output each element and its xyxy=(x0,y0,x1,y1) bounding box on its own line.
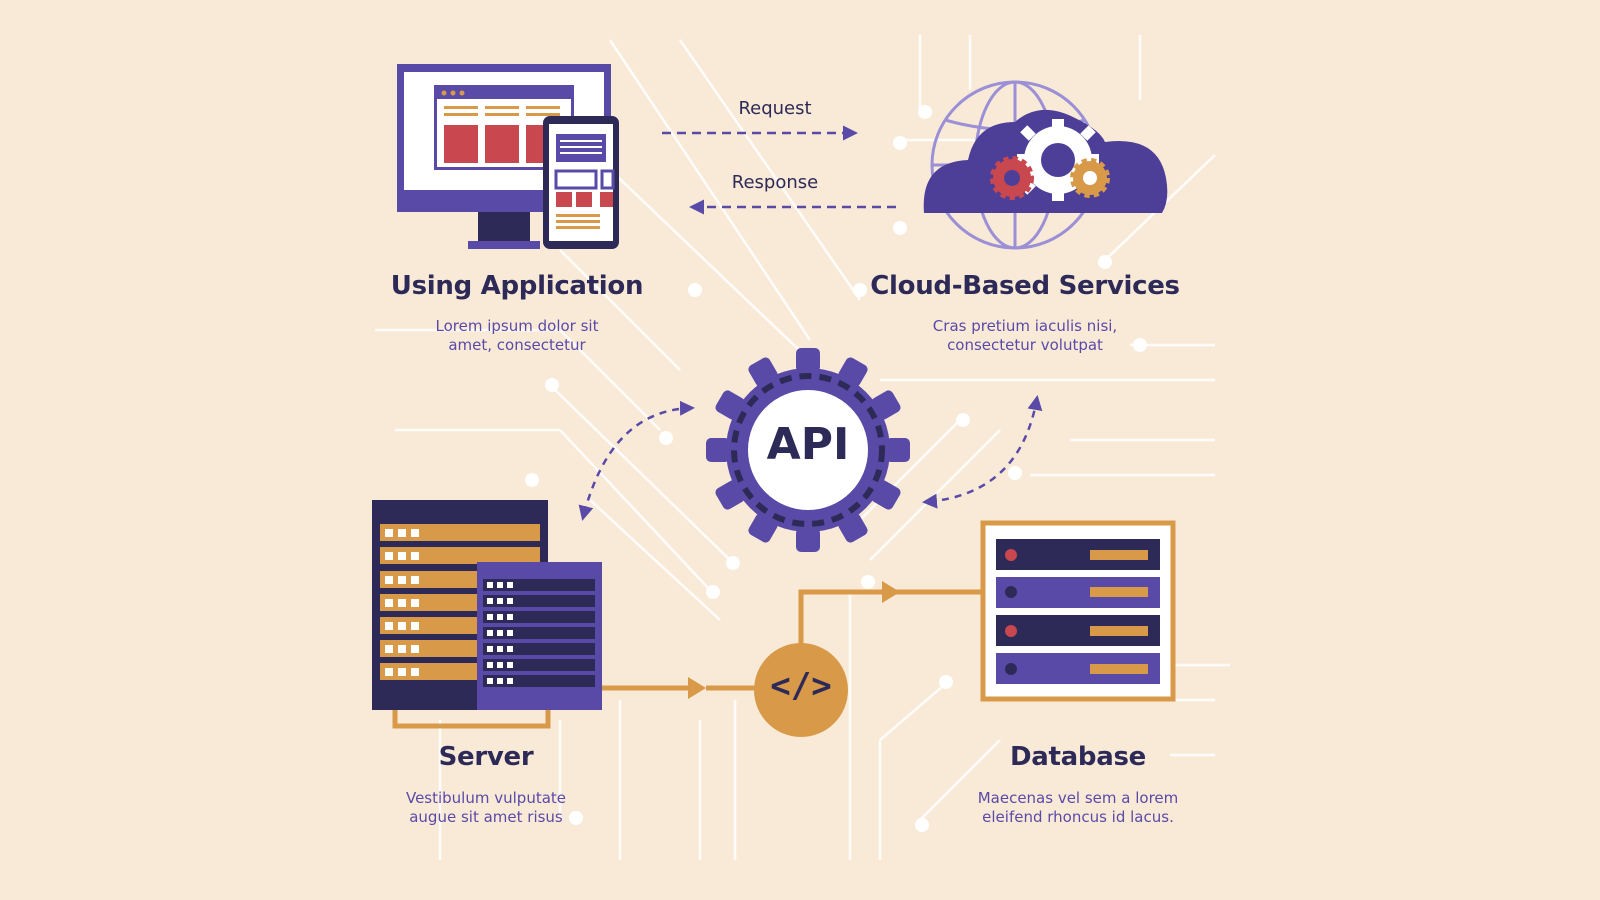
api-cloud-connector xyxy=(922,395,1043,509)
application-desc-line1: Lorem ipsum dolor sit xyxy=(435,317,599,335)
database-desc-line1: Maecenas vel sem a lorem xyxy=(977,789,1179,807)
cloud-desc-line2: consectetur volutpat xyxy=(947,336,1103,354)
server-title: Server xyxy=(438,742,534,772)
application-desc-line2: amet, consectetur xyxy=(448,336,586,354)
gear-red-icon xyxy=(990,156,1034,200)
application-description: Lorem ipsum dolor sit amet, consectetur xyxy=(367,317,667,355)
application-title: Using Application xyxy=(390,271,644,301)
cloud-title: Cloud-Based Services xyxy=(870,271,1180,301)
database-icon xyxy=(980,520,1176,702)
desktop-and-phone-icon xyxy=(397,64,619,249)
api-label: API xyxy=(766,419,850,470)
code-icon xyxy=(754,643,848,737)
cloud-globe-gears-icon xyxy=(923,80,1168,250)
server-description: Vestibulum vulputate augue sit amet risu… xyxy=(336,789,636,827)
database-description: Maecenas vel sem a lorem eleifend rhoncu… xyxy=(928,789,1228,827)
code-symbol: </> xyxy=(770,666,832,706)
database-title: Database xyxy=(1010,742,1146,772)
request-label: Request xyxy=(738,98,812,119)
cloud-description: Cras pretium iaculis nisi, consectetur v… xyxy=(875,317,1175,355)
server-api-connector xyxy=(578,400,695,521)
server-rack-icon xyxy=(372,500,602,729)
api-gear-icon xyxy=(706,348,910,552)
gear-orange-icon xyxy=(1070,158,1110,198)
server-desc-line1: Vestibulum vulputate xyxy=(405,789,567,807)
server-desc-line2: augue sit amet risus xyxy=(409,808,563,826)
orange-connections xyxy=(602,581,985,699)
cloud-desc-line1: Cras pretium iaculis nisi, xyxy=(932,317,1118,335)
response-label: Response xyxy=(731,172,819,193)
database-desc-line2: eleifend rhoncus id lacus. xyxy=(982,808,1174,826)
